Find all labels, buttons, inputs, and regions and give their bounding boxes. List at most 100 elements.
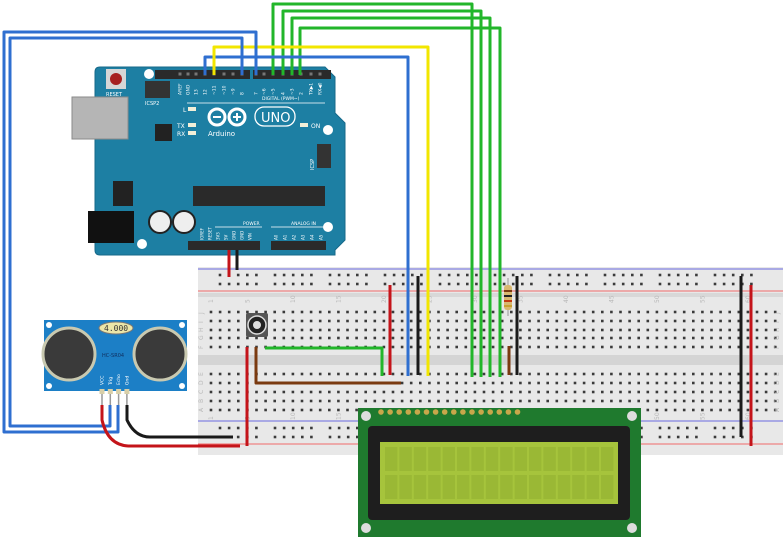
rail-hole[interactable] <box>686 435 689 439</box>
breadboard-hole[interactable] <box>655 336 659 340</box>
breadboard-hole[interactable] <box>719 345 722 349</box>
breadboard-hole[interactable] <box>246 336 249 340</box>
breadboard-hole[interactable] <box>227 381 231 385</box>
breadboard-hole[interactable] <box>291 336 295 340</box>
breadboard-hole[interactable] <box>601 328 604 332</box>
breadboard-hole[interactable] <box>409 381 413 385</box>
breadboard-hole[interactable] <box>664 408 668 412</box>
breadboard-hole[interactable] <box>237 319 240 323</box>
breadboard-hole[interactable] <box>355 372 358 376</box>
rail-hole[interactable] <box>447 282 451 286</box>
breadboard-hole[interactable] <box>473 381 477 385</box>
breadboard-hole[interactable] <box>555 310 559 314</box>
breadboard-hole[interactable] <box>591 310 595 314</box>
breadboard-hole[interactable] <box>510 390 513 394</box>
breadboard-hole[interactable] <box>646 336 650 340</box>
breadboard-hole[interactable] <box>455 319 458 323</box>
breadboard-hole[interactable] <box>773 381 777 385</box>
breadboard-hole[interactable] <box>746 336 750 340</box>
rail-hole[interactable] <box>356 435 359 439</box>
breadboard-hole[interactable] <box>391 328 395 332</box>
breadboard-hole[interactable] <box>519 399 522 403</box>
breadboard-hole[interactable] <box>328 328 331 332</box>
breadboard-hole[interactable] <box>682 345 686 349</box>
breadboard-hole[interactable] <box>209 336 213 340</box>
breadboard-hole[interactable] <box>701 381 704 385</box>
breadboard-hole[interactable] <box>500 372 504 376</box>
rail-hole[interactable] <box>346 426 350 430</box>
rail-hole[interactable] <box>236 435 240 439</box>
breadboard-hole[interactable] <box>400 310 404 314</box>
reset-button-cap[interactable] <box>110 73 122 85</box>
breadboard-hole[interactable] <box>764 390 768 394</box>
breadboard-hole[interactable] <box>682 381 686 385</box>
breadboard-hole[interactable] <box>491 390 495 394</box>
breadboard-hole[interactable] <box>273 399 276 403</box>
breadboard-hole[interactable] <box>237 390 240 394</box>
breadboard-hole[interactable] <box>601 372 604 376</box>
rail-hole[interactable] <box>493 273 497 277</box>
breadboard-hole[interactable] <box>491 372 495 376</box>
wire-black-sensor-gnd[interactable] <box>125 405 233 439</box>
breadboard-hole[interactable] <box>446 319 449 323</box>
breadboard-hole[interactable] <box>500 319 504 323</box>
breadboard-hole[interactable] <box>582 381 586 385</box>
breadboard-hole[interactable] <box>564 328 568 332</box>
rail-hole[interactable] <box>722 282 726 286</box>
breadboard-hole[interactable] <box>692 310 695 314</box>
breadboard-hole[interactable] <box>346 399 349 403</box>
breadboard-hole[interactable] <box>728 328 731 332</box>
rail-hole[interactable] <box>585 273 588 277</box>
rail-hole[interactable] <box>466 282 469 286</box>
breadboard-hole[interactable] <box>591 372 595 376</box>
breadboard-hole[interactable] <box>764 381 768 385</box>
rail-hole[interactable] <box>227 282 231 286</box>
breadboard-hole[interactable] <box>546 399 549 403</box>
breadboard-hole[interactable] <box>582 319 586 323</box>
breadboard-hole[interactable] <box>764 372 768 376</box>
rail-hole[interactable] <box>676 426 680 430</box>
breadboard-hole[interactable] <box>309 399 313 403</box>
breadboard-hole[interactable] <box>719 328 722 332</box>
breadboard-hole[interactable] <box>610 310 613 314</box>
breadboard-hole[interactable] <box>537 328 540 332</box>
breadboard-hole[interactable] <box>473 319 477 323</box>
wire-green-pin4[interactable] <box>281 9 483 377</box>
breadboard-hole[interactable] <box>400 345 404 349</box>
breadboard-hole[interactable] <box>346 310 349 314</box>
breadboard-hole[interactable] <box>218 328 222 332</box>
breadboard-hole[interactable] <box>519 381 522 385</box>
breadboard-hole[interactable] <box>764 345 768 349</box>
breadboard-hole[interactable] <box>773 319 777 323</box>
breadboard-hole[interactable] <box>209 408 213 412</box>
rail-hole[interactable] <box>695 273 698 277</box>
breadboard-hole[interactable] <box>409 372 413 376</box>
breadboard-hole[interactable] <box>673 345 677 349</box>
breadboard-hole[interactable] <box>728 319 731 323</box>
breadboard-hole[interactable] <box>464 328 468 332</box>
breadboard-hole[interactable] <box>682 372 686 376</box>
breadboard-hole[interactable] <box>682 408 686 412</box>
breadboard-hole[interactable] <box>500 345 504 349</box>
breadboard-hole[interactable] <box>428 399 431 403</box>
breadboard-hole[interactable] <box>573 319 577 323</box>
breadboard-hole[interactable] <box>737 310 741 314</box>
breadboard-hole[interactable] <box>255 408 258 412</box>
rail-hole[interactable] <box>456 282 460 286</box>
breadboard-hole[interactable] <box>464 336 468 340</box>
breadboard-hole[interactable] <box>246 310 249 314</box>
breadboard-hole[interactable] <box>692 408 695 412</box>
breadboard-hole[interactable] <box>728 408 731 412</box>
breadboard-hole[interactable] <box>692 372 695 376</box>
breadboard-hole[interactable] <box>582 328 586 332</box>
breadboard-hole[interactable] <box>519 372 522 376</box>
breadboard-hole[interactable] <box>473 372 477 376</box>
breadboard-hole[interactable] <box>373 336 377 340</box>
breadboard-hole[interactable] <box>673 319 677 323</box>
breadboard-hole[interactable] <box>701 345 704 349</box>
breadboard-hole[interactable] <box>300 319 304 323</box>
breadboard-hole[interactable] <box>546 381 549 385</box>
breadboard-hole[interactable] <box>746 372 750 376</box>
breadboard-hole[interactable] <box>719 372 722 376</box>
rail-hole[interactable] <box>365 273 368 277</box>
